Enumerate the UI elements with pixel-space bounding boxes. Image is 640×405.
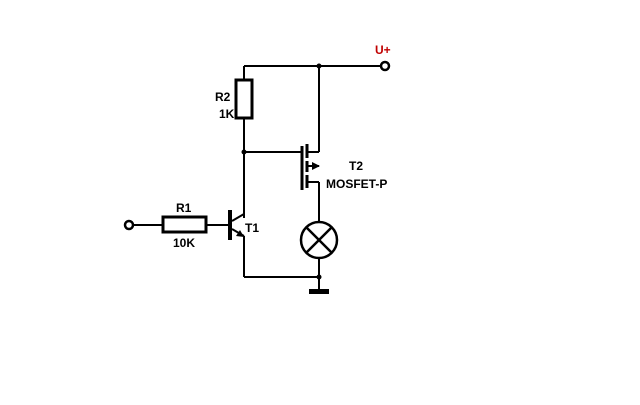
t1-name-label: T1: [245, 221, 259, 235]
t2-body-arrow-icon: [312, 162, 320, 170]
input-terminal: [123, 219, 135, 231]
supply-terminal: [379, 60, 391, 72]
junction-dot-gate: [241, 149, 247, 155]
r1-resistor: [161, 215, 208, 234]
r2-name-label: R2: [215, 90, 231, 104]
junction-dot-ground: [316, 274, 322, 280]
wires: [134, 65, 380, 290]
lamp: [299, 220, 339, 260]
t2-name-label: T2: [349, 159, 363, 173]
r2-resistor: [234, 78, 254, 120]
t1-transistor: [228, 210, 245, 240]
t1-emitter-arrow-icon: [236, 230, 244, 237]
t1-collector-lead: [231, 213, 245, 222]
junction-dot-top: [316, 63, 322, 69]
t2-type-label: MOSFET-P: [326, 177, 387, 191]
r2-value-label: 1K: [219, 107, 235, 121]
supply-label: U+: [375, 43, 391, 57]
ground-icon: [309, 289, 329, 294]
lamp-cross-b: [305, 226, 333, 254]
r1-value-label: 10K: [173, 236, 195, 250]
t2-mosfet: [300, 144, 320, 190]
r1-name-label: R1: [176, 201, 192, 215]
